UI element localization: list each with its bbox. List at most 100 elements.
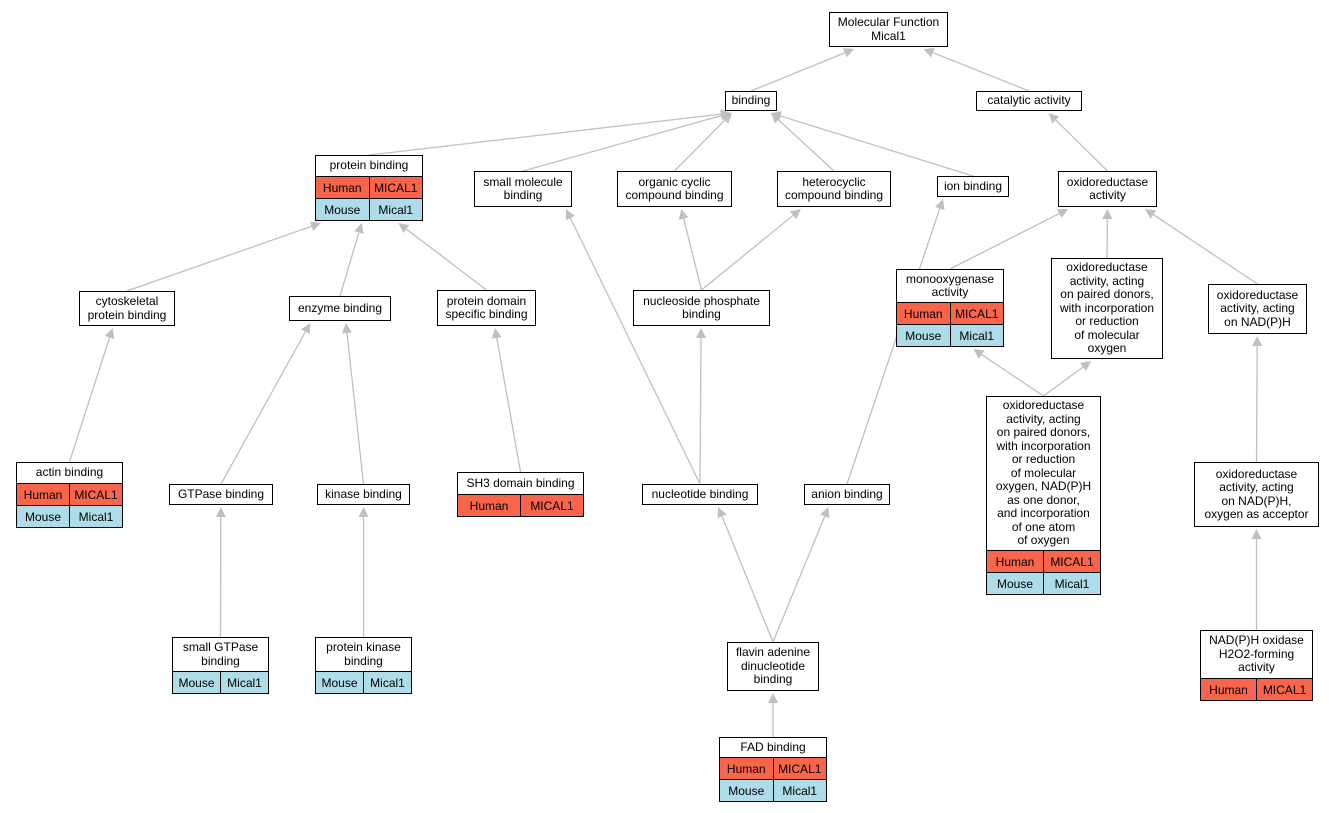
go-term-label: FAD binding — [740, 739, 806, 754]
edge-line — [496, 337, 522, 473]
edge-line — [949, 212, 1060, 270]
gene-cell[interactable]: MICAL1 — [949, 303, 1004, 324]
edge-arrowhead — [789, 209, 801, 220]
gene-cell[interactable]: MICAL1 — [1256, 679, 1312, 700]
edge-line — [750, 52, 846, 92]
edge-line — [777, 119, 835, 172]
go-term-small-molecule-binding[interactable]: small molecule binding — [474, 171, 572, 207]
edge-arrowhead — [678, 209, 689, 220]
edge-arrowhead — [935, 199, 945, 211]
edge-arrowhead — [696, 328, 707, 339]
go-term-label: NAD(P)H oxidase H2O2-forming activity — [1209, 633, 1304, 675]
go-term-label: GTPase binding — [177, 486, 265, 501]
edge-arrowhead — [104, 328, 115, 340]
species-cell: Human — [995, 554, 1035, 569]
go-term-gtpase-binding[interactable]: GTPase binding — [169, 484, 273, 505]
edge-arrowhead — [721, 113, 732, 124]
edge-arrowhead — [309, 221, 321, 232]
go-term-organic-cyclic[interactable]: organic cyclic compound binding — [617, 171, 732, 207]
gene-cell[interactable]: Mical1 — [220, 672, 268, 693]
edge-line — [846, 208, 941, 485]
go-term-oxido-nadph[interactable]: oxidoreductase activity, acting on NAD(P… — [1208, 284, 1307, 334]
go-term-enzyme-binding[interactable]: enzyme binding — [289, 296, 391, 321]
go-term-molecular-function[interactable]: Molecular Function Mical1 — [829, 12, 948, 47]
gene-cell[interactable]: Mical1 — [368, 199, 423, 220]
annotation-row-mouse: Mouse Mical1 — [173, 671, 268, 693]
edge-line — [932, 52, 1030, 92]
go-term-label: SH3 domain binding — [466, 475, 575, 490]
edge-line — [339, 232, 360, 297]
go-term-oxido-paired-nadph[interactable]: oxidoreductase activity, acting on paire… — [986, 396, 1101, 595]
edge-arrowhead — [398, 223, 410, 234]
go-term-label: oxidoreductase activity — [1066, 174, 1149, 202]
go-term-label: flavin adenine dinucleotide binding — [735, 645, 811, 687]
go-term-label: heterocyclic compound binding — [784, 174, 884, 202]
gene-cell[interactable]: Mical1 — [1043, 573, 1100, 594]
go-term-cytoskeletal[interactable]: cytoskeletal protein binding — [79, 291, 175, 326]
go-term-label: organic cyclic compound binding — [625, 174, 724, 202]
edge-arrowhead — [1080, 361, 1092, 371]
gene-cell[interactable]: MICAL1 — [69, 484, 122, 505]
gene-cell[interactable]: MICAL1 — [520, 495, 583, 516]
go-term-heterocyclic[interactable]: heterocyclic compound binding — [777, 171, 891, 207]
edge-line — [220, 331, 306, 485]
go-term-label: cytoskeletal protein binding — [87, 294, 167, 322]
edge-line — [405, 228, 487, 291]
go-term-oxido-paired[interactable]: oxidoreductase activity, acting on paire… — [1051, 258, 1163, 359]
go-term-label: monooxygenase activity — [905, 271, 995, 299]
go-term-label: enzyme binding — [297, 300, 383, 315]
go-term-oxido-nadph-oxygen[interactable]: oxidoreductase activity, acting on NAD(P… — [1194, 462, 1319, 527]
gene-cell[interactable]: Mical1 — [772, 780, 827, 801]
go-term-binding[interactable]: binding — [725, 91, 777, 111]
go-term-ion-binding[interactable]: ion binding — [937, 176, 1009, 197]
go-term-protein-domain[interactable]: protein domain specific binding — [437, 290, 536, 326]
edge-arrowhead — [1252, 336, 1263, 347]
species-cell: Mouse — [24, 509, 62, 524]
gene-cell[interactable]: Mical1 — [949, 325, 1004, 346]
species-cell: Human — [726, 761, 766, 776]
go-term-label: oxidoreductase activity, acting on paire… — [995, 398, 1092, 548]
gene-cell[interactable]: Mical1 — [69, 506, 122, 527]
go-term-anion-binding[interactable]: anion binding — [804, 484, 890, 505]
go-term-label: binding — [731, 93, 771, 108]
edge-arrowhead — [842, 48, 855, 58]
annotation-row-human: Human MICAL1 — [720, 757, 826, 779]
gene-cell[interactable]: Mical1 — [363, 672, 411, 693]
edge-arrowhead — [717, 507, 727, 519]
gene-cell[interactable]: MICAL1 — [1043, 551, 1100, 572]
go-term-label: ion binding — [943, 178, 1003, 193]
edge-arrowhead — [301, 323, 311, 335]
edge-arrowhead — [1145, 209, 1157, 219]
gene-cell[interactable]: MICAL1 — [368, 177, 423, 198]
go-term-catalytic-activity[interactable]: catalytic activity — [976, 91, 1082, 111]
edge-line — [772, 516, 826, 643]
species-cell: Mouse — [178, 675, 215, 690]
go-term-nucleotide-binding[interactable]: nucleotide binding — [642, 484, 758, 505]
edge-line — [981, 354, 1044, 397]
edge-line — [1152, 214, 1258, 285]
edge-arrowhead — [820, 507, 830, 519]
go-term-flavin-adenine[interactable]: flavin adenine dinucleotide binding — [727, 642, 819, 691]
edge-arrowhead — [565, 209, 575, 221]
gene-cell[interactable]: MICAL1 — [772, 758, 827, 779]
edge-line — [721, 516, 774, 643]
go-term-label: catalytic activity — [987, 93, 1071, 108]
go-term-nucleoside-phosphate[interactable]: nucleoside phosphate binding — [633, 290, 770, 326]
go-term-kinase-binding[interactable]: kinase binding — [317, 484, 410, 505]
go-term-label: nucleotide binding — [651, 486, 749, 501]
go-term-oxidoreductase-activity[interactable]: oxidoreductase activity — [1058, 171, 1157, 207]
